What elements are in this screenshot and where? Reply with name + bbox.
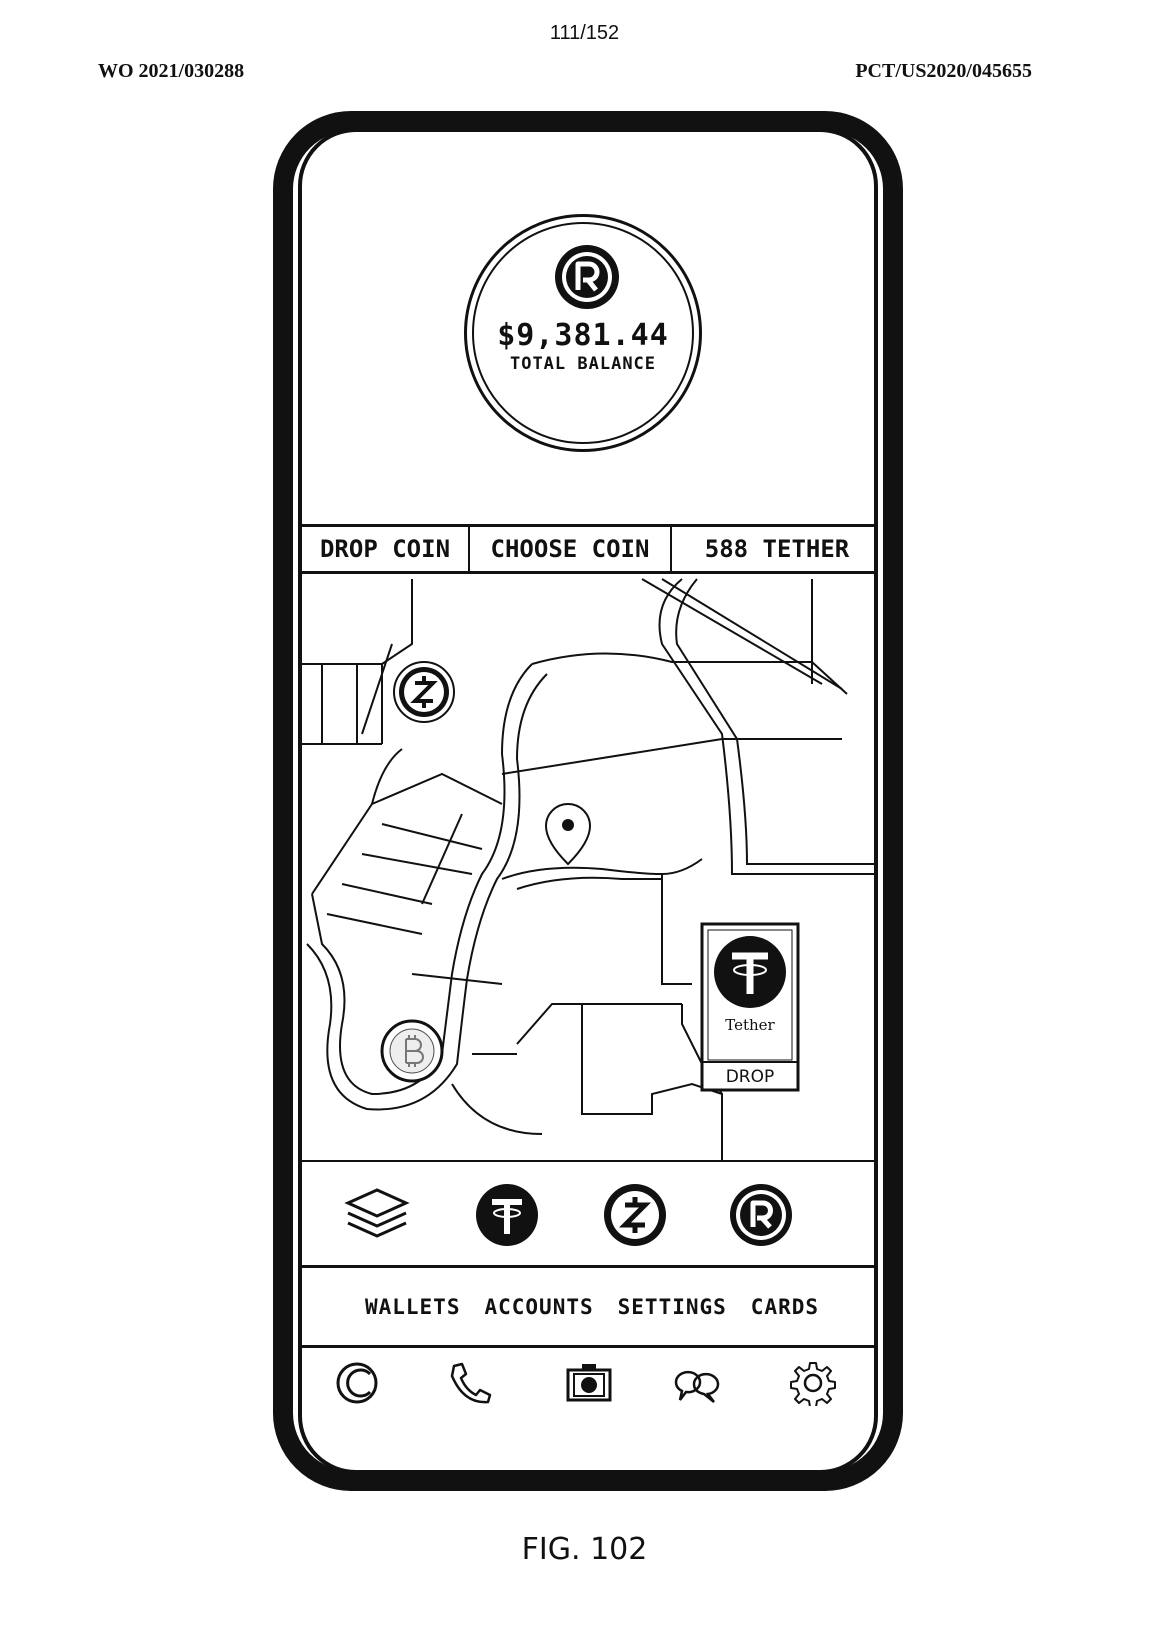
registered-r-icon [555,245,619,309]
drop-coin-button[interactable]: DROP COIN [302,527,470,571]
page-number: 111/152 [549,22,620,44]
balance-caption: TOTAL BALANCE [509,354,657,374]
map-roads [302,578,874,1162]
bottom-nav [302,1348,874,1418]
layers-icon[interactable] [344,1186,410,1242]
map-view[interactable]: Tether DROP [302,574,878,1162]
zcash-coin-icon[interactable] [602,1182,668,1248]
publication-number: WO 2021/030288 [98,60,245,82]
menu-cards[interactable]: CARDS [750,1294,820,1319]
registered-r-icon[interactable] [728,1182,794,1248]
phone-frame [273,111,903,1491]
phone-icon[interactable] [444,1360,494,1406]
refresh-icon[interactable] [332,1360,382,1406]
application-number: PCT/US2020/045655 [855,60,1032,82]
menu-wallets[interactable]: WALLETS [364,1294,461,1319]
zcash-coin-icon[interactable] [393,661,455,723]
tether-coin-icon[interactable] [474,1182,540,1248]
tether-card-brand: Tether [725,1016,775,1034]
tether-drop-button[interactable]: DROP [726,1067,775,1087]
choose-coin-button[interactable]: CHOOSE COIN [470,527,672,571]
chat-icon[interactable] [672,1360,722,1406]
tether-balance-button[interactable]: 588 TETHER [704,535,850,563]
menu-settings[interactable]: SETTINGS [617,1294,727,1319]
figure-label: FIG. 102 [521,1532,648,1567]
phone-screen: $9,381.44 TOTAL BALANCE DROP COIN CHOOSE… [298,128,878,1474]
camera-icon[interactable] [564,1360,614,1406]
bitcoin-coin-icon[interactable] [380,1019,444,1083]
balance-ring [464,214,702,452]
coin-selector-bar [302,1160,874,1268]
menu-accounts[interactable]: ACCOUNTS [484,1294,594,1319]
action-bar: DROP COIN CHOOSE COIN 588 TETHER [302,524,874,574]
location-pin-icon[interactable] [544,803,592,866]
gear-icon[interactable] [788,1360,838,1406]
balance-amount: $9,381.44 [497,318,669,353]
tether-drop-card[interactable]: Tether DROP [700,922,800,1092]
menu-bar: WALLETS ACCOUNTS SETTINGS CARDS [302,1268,874,1348]
balance-ring-inner [472,222,694,444]
